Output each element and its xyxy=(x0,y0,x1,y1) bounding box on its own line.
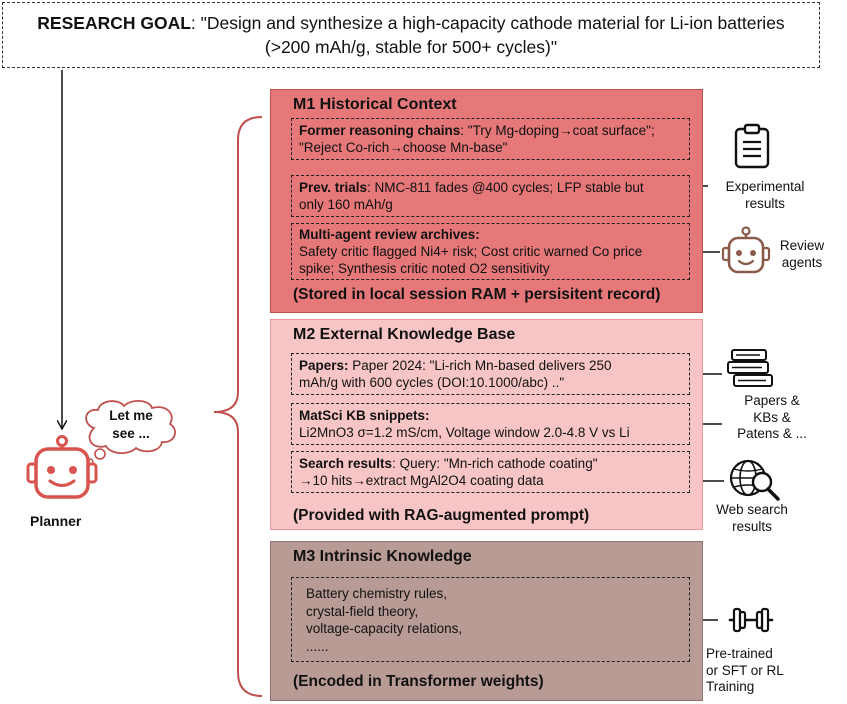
source-line: Review xyxy=(779,238,825,253)
clipboard-icon xyxy=(734,123,770,169)
m2-title: M2 External Knowledge Base xyxy=(293,326,516,343)
source-line: Training xyxy=(706,679,755,694)
source-line: or SFT or RL xyxy=(706,662,784,678)
research-goal-box: RESEARCH GOAL: "Design and synthesize a … xyxy=(2,2,820,68)
training-label: Pre-trained or SFT or RL Training xyxy=(706,646,798,696)
memory-brace xyxy=(213,116,263,697)
m2-entry-papers: Papers: Paper 2024: "Li-rich Mn-based de… xyxy=(291,353,690,395)
robot-icon xyxy=(721,226,771,274)
m2-entry-kb: MatSci KB snippets: Li2MnO3 σ=1.2 mS/cm,… xyxy=(291,403,690,445)
books-icon xyxy=(727,349,773,387)
m2-footer: (Provided with RAG-augmented prompt) xyxy=(293,507,590,524)
thought-text: Let me see ... xyxy=(98,407,164,443)
entry-text: : NMC-811 fades @400 cycles; LFP stable … xyxy=(367,180,644,195)
entry-text: Safety critic flagged Ni4+ risk; Cost cr… xyxy=(299,244,643,259)
m2-entry-search: Search results: Query: "Mn-rich cathode … xyxy=(291,451,690,493)
source-line: agents xyxy=(781,254,823,270)
m1-entry-reasoning: Former reasoning chains: "Try Mg-doping→… xyxy=(291,118,690,160)
m3-entry-knowledge: Battery chemistry rules, crystal-field t… xyxy=(291,577,690,662)
research-goal-text: : "Design and synthesize a high-capacity… xyxy=(190,13,785,33)
m2-external-knowledge: M2 External Knowledge Base Papers: Paper… xyxy=(270,319,703,530)
research-goal-label: RESEARCH GOAL xyxy=(37,13,191,33)
source-line: Patens & ... xyxy=(737,426,807,441)
papers-label: Papers & KBs & Patens & ... xyxy=(722,393,822,443)
entry-text: only 160 mAh/g xyxy=(299,197,393,212)
entry-text: Li2MnO3 σ=1.2 mS/cm, Voltage window 2.0-… xyxy=(299,425,630,440)
knowledge-line: Battery chemistry rules, xyxy=(306,586,448,601)
source-line: results xyxy=(732,518,772,534)
thought-line-1: Let me xyxy=(109,408,153,423)
entry-head: Papers: xyxy=(299,358,349,373)
m3-footer: (Encoded in Transformer weights) xyxy=(293,673,544,690)
review-label: Review agents xyxy=(774,238,830,271)
research-goal-text-2: (>200 mAh/g, stable for 500+ cycles)" xyxy=(264,37,558,57)
dumbbell-icon xyxy=(728,607,774,633)
entry-head: Prev. trials xyxy=(299,180,368,195)
source-line: KBs & xyxy=(753,409,791,425)
m1-historical-context: M1 Historical Context Former reasoning c… xyxy=(270,89,703,313)
web-label: Web search results xyxy=(706,502,798,535)
m1-title: M1 Historical Context xyxy=(293,96,457,113)
entry-text: : "Try Mg-doping→coat surface"; xyxy=(460,123,655,138)
m1-entry-trials: Prev. trials: NMC-811 fades @400 cycles;… xyxy=(291,175,690,217)
thought-line-2: see ... xyxy=(112,426,150,441)
entry-text: mAh/g with 600 cycles (DOI:10.1000/abc) … xyxy=(299,375,565,390)
m3-title: M3 Intrinsic Knowledge xyxy=(293,548,472,565)
entry-text: spike; Synthesis critic noted O2 sensiti… xyxy=(299,261,550,276)
entry-text: →10 hits→extract MgAl2O4 coating data xyxy=(299,473,544,488)
entry-text: "Reject Co-rich→choose Mn-base" xyxy=(299,140,508,155)
planner-robot-icon xyxy=(26,435,98,499)
knowledge-line: crystal-field theory, xyxy=(306,603,419,619)
entry-head: MatSci KB snippets: xyxy=(299,408,430,423)
entry-head: Multi-agent review archives: xyxy=(299,227,480,242)
entry-head: Former reasoning chains xyxy=(299,123,461,138)
source-line: Pre-trained xyxy=(706,646,773,661)
entry-head: Search results xyxy=(299,456,393,471)
experimental-label: Experimental results xyxy=(712,179,818,212)
planner-label: Planner xyxy=(30,513,82,529)
globe-search-icon xyxy=(729,459,780,501)
entry-text: Paper 2024: "Li-rich Mn-based delivers 2… xyxy=(348,358,612,373)
knowledge-line: voltage-capacity relations, xyxy=(306,621,463,636)
m1-footer: (Stored in local session RAM + persisite… xyxy=(293,286,661,303)
source-line: Experimental xyxy=(725,179,805,194)
m3-intrinsic-knowledge: M3 Intrinsic Knowledge Battery chemistry… xyxy=(270,541,703,701)
source-line: results xyxy=(745,195,785,211)
knowledge-line: ...... xyxy=(306,638,329,654)
source-line: Web search xyxy=(716,502,788,517)
source-line: Papers & xyxy=(744,393,800,408)
entry-text: : Query: "Mn-rich cathode coating" xyxy=(392,456,598,471)
m1-entry-reviews: Multi-agent review archives: Safety crit… xyxy=(291,223,690,280)
